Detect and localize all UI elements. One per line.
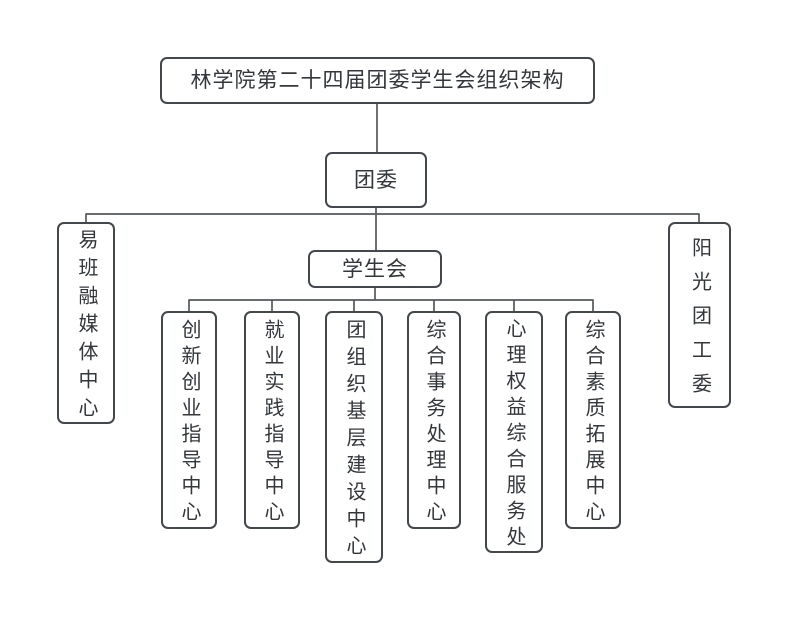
node-dept-employment-practice-center[interactable]: 就业实践指导中心 <box>244 311 300 529</box>
node-yiban-media-center[interactable]: 易班融媒体中心 <box>57 222 115 425</box>
node-dept-psychological-rights-service-office[interactable]: 心理权益综合服务处 <box>485 311 543 553</box>
node-dept-league-grassroots-construction-center[interactable]: 团组织基层建设中心 <box>325 311 383 563</box>
node-label: 就业实践指导中心 <box>261 319 283 527</box>
node-label: 阳光团工委 <box>688 237 711 407</box>
node-label: 综合素质拓展中心 <box>582 319 604 527</box>
node-label: 心理权益综合服务处 <box>503 318 525 552</box>
node-label: 团委 <box>354 168 398 192</box>
node-sunshine-league-work-committee[interactable]: 阳光团工委 <box>668 222 731 408</box>
node-org-chart-title[interactable]: 林学院第二十四届团委学生会组织架构 <box>160 57 595 104</box>
node-youth-league-committee[interactable]: 团委 <box>325 152 427 208</box>
node-label: 创新创业指导中心 <box>178 319 200 527</box>
node-dept-innovation-entrepreneurship-center[interactable]: 创新创业指导中心 <box>161 311 217 529</box>
node-dept-general-affairs-center[interactable]: 综合事务处理中心 <box>407 311 461 529</box>
node-student-union[interactable]: 学生会 <box>308 250 442 288</box>
node-label: 林学院第二十四届团委学生会组织架构 <box>190 69 565 92</box>
node-label: 综合事务处理中心 <box>423 319 445 527</box>
node-label: 学生会 <box>342 257 408 281</box>
node-dept-comprehensive-quality-development-center[interactable]: 综合素质拓展中心 <box>565 311 621 529</box>
node-label: 团组织基层建设中心 <box>343 319 365 562</box>
node-label: 易班融媒体中心 <box>75 229 97 425</box>
